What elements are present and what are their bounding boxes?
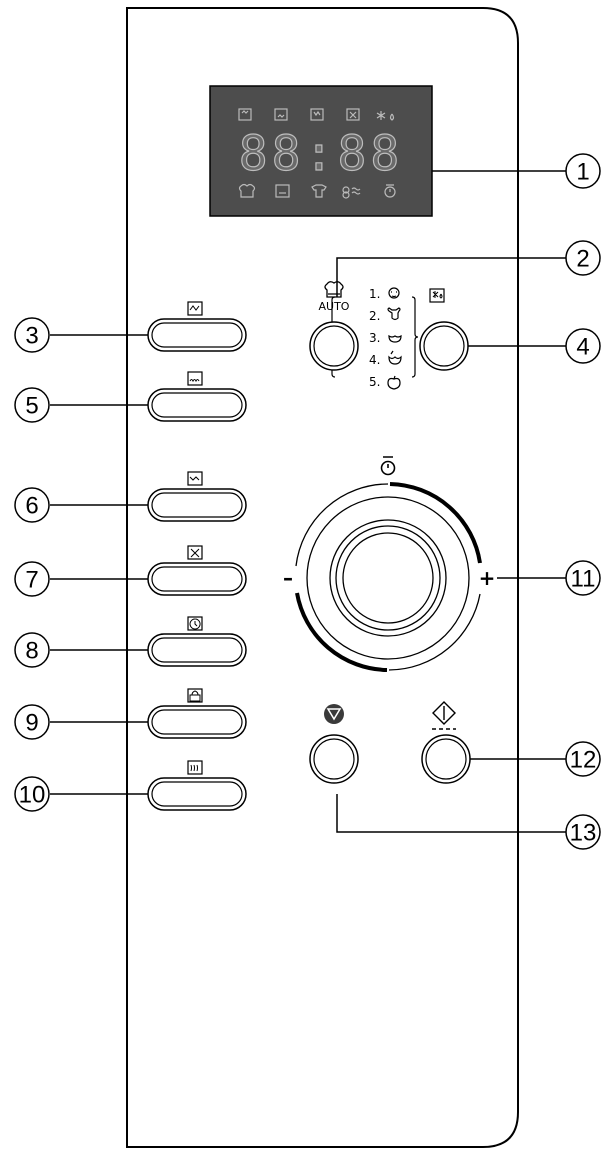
left-button-group-7: 7	[14, 545, 247, 597]
top-heat-icon	[187, 301, 203, 316]
display-digits: 88:88	[239, 126, 404, 182]
left-button-group-9: 9	[14, 688, 247, 740]
defrost-icon	[429, 288, 445, 303]
control-dial[interactable]	[295, 482, 482, 672]
apple-icon	[387, 375, 401, 390]
callout-7	[14, 561, 50, 597]
start-button[interactable]	[421, 734, 471, 784]
left-button-group-10: 10	[14, 760, 247, 812]
left-button-group-8: 8	[14, 616, 247, 668]
auto-item-4-number: 4.	[369, 353, 380, 367]
left-button-group-5: 5	[14, 371, 247, 423]
left-button-group-3: 3	[14, 301, 247, 353]
callout-6-label: 6	[25, 493, 38, 520]
callout-11	[565, 560, 601, 596]
pot-icon	[187, 688, 203, 703]
callout-2	[565, 240, 601, 276]
bird-icon	[388, 350, 402, 365]
callout-10-label: 10	[19, 782, 46, 809]
function-button-6[interactable]	[147, 488, 247, 522]
defrost-button[interactable]	[419, 321, 469, 371]
callout-8-label: 8	[25, 638, 38, 665]
warm-icon	[187, 760, 203, 775]
callout-5-label: 5	[25, 393, 38, 420]
callout-8	[14, 632, 50, 668]
timer-icon	[384, 184, 396, 198]
callout-12	[565, 741, 601, 777]
callout-1-label: 1	[576, 159, 589, 186]
shirt-icon	[311, 184, 327, 198]
defrost-icon	[376, 111, 395, 121]
callout-9	[14, 704, 50, 740]
auto-item-3-number: 3.	[369, 331, 380, 345]
callout-10	[14, 776, 50, 812]
auto-button[interactable]	[309, 321, 359, 371]
top-bottom-heat-icon	[187, 471, 203, 486]
fan-steam-icon	[342, 186, 361, 199]
callout-9-label: 9	[25, 710, 38, 737]
oven-dish-icon	[275, 184, 290, 198]
stop-icon	[324, 704, 344, 724]
auto-item-2-number: 2.	[369, 309, 380, 323]
chef-hat-icon	[324, 281, 344, 298]
callout-4-label: 4	[576, 334, 589, 361]
fan-icon	[346, 108, 360, 121]
fan-icon	[187, 545, 203, 560]
callout-1	[565, 153, 601, 189]
display-window: 88:88	[209, 85, 433, 217]
oven-top-heat-icon	[238, 108, 252, 121]
dial-plus-label: +	[479, 566, 496, 590]
callout-12-label: 12	[570, 747, 597, 774]
callout-2-label: 2	[576, 246, 589, 273]
auto-label: AUTO	[319, 300, 350, 313]
callout-7-label: 7	[25, 567, 38, 594]
function-button-3[interactable]	[147, 318, 247, 352]
callout-6	[14, 487, 50, 523]
callout-13-label: 13	[570, 820, 597, 847]
callout-11-label: 11	[571, 566, 596, 593]
stop-button[interactable]	[309, 734, 359, 784]
panel-outline	[126, 7, 519, 1148]
left-button-group-6: 6	[14, 471, 247, 523]
chef-hat-icon	[238, 183, 256, 198]
clock-icon	[187, 616, 203, 631]
callout-5	[14, 387, 50, 423]
fish-icon	[388, 287, 400, 299]
dial-minus-label: –	[283, 566, 293, 590]
callout-13	[565, 814, 601, 850]
function-button-9[interactable]	[147, 705, 247, 739]
function-button-8[interactable]	[147, 633, 247, 667]
callout-3	[14, 317, 50, 353]
function-button-5[interactable]	[147, 388, 247, 422]
cow-icon	[387, 307, 401, 321]
auto-menu-list: 1. 2. 3. 4. 5.	[369, 287, 380, 389]
callout-3-label: 3	[25, 323, 38, 350]
bottom-heat-icon	[187, 371, 203, 386]
auto-item-5-number: 5.	[369, 375, 380, 389]
auto-item-1-number: 1.	[369, 287, 380, 301]
oven-grill-heat-icon	[310, 108, 324, 121]
start-icon	[432, 701, 456, 730]
function-button-10[interactable]	[147, 777, 247, 811]
function-button-7[interactable]	[147, 562, 247, 596]
dial-timer-icon	[380, 456, 396, 476]
oven-bottom-heat-icon	[274, 108, 288, 121]
chicken-icon	[388, 334, 402, 343]
callout-4	[565, 328, 601, 364]
